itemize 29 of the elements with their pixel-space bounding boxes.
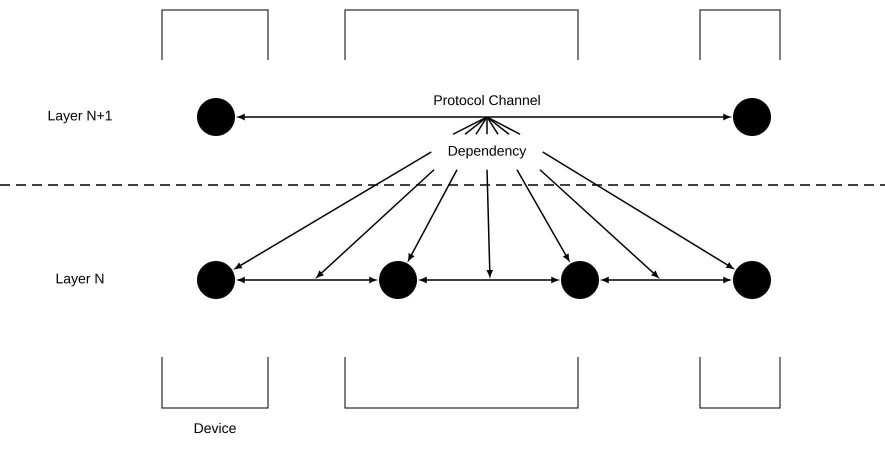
layer-label: Layer N+1 (48, 110, 112, 124)
fan-line (486, 116, 510, 135)
arrow (542, 151, 734, 269)
circle-node (197, 261, 235, 299)
arrow (408, 169, 458, 261)
arrow (420, 277, 558, 283)
fan-line (464, 116, 488, 135)
circle-node (733, 261, 771, 299)
fan-line (486, 117, 488, 134)
circle-node (561, 261, 599, 299)
arrow (234, 151, 432, 270)
fan-line (452, 116, 488, 135)
layer-label: Device (194, 422, 236, 434)
dependency-label: Dependency (448, 145, 526, 159)
arrow (238, 114, 730, 120)
edge-label: Protocol Channel (434, 94, 540, 106)
arrow (516, 169, 570, 261)
arrow (540, 169, 659, 278)
circle-node (733, 98, 771, 136)
arrow (238, 277, 376, 283)
layer-label: Layer N (56, 274, 104, 286)
fan-line (486, 116, 520, 135)
arrow (602, 277, 730, 283)
fan-line (475, 116, 488, 135)
arrow (316, 169, 435, 278)
fan-line (486, 116, 499, 135)
arrow (486, 170, 493, 277)
circle-node (379, 261, 417, 299)
circle-node (197, 98, 235, 136)
